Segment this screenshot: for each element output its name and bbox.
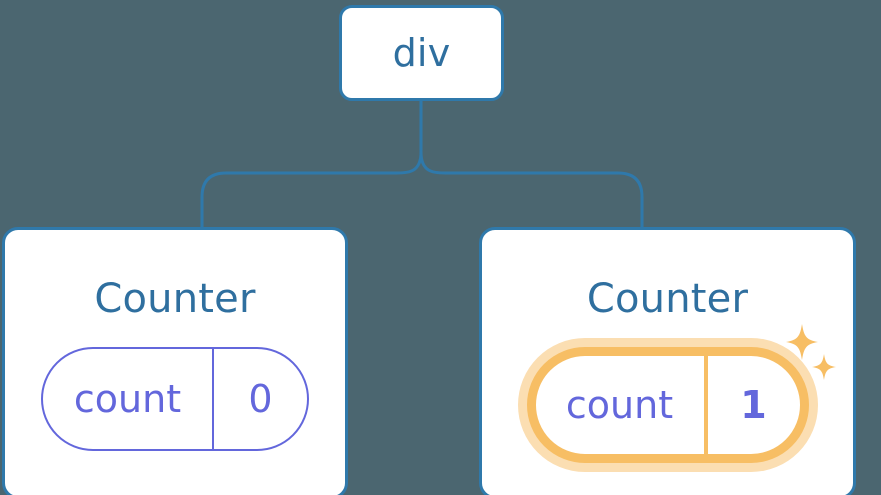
edge-to-counter-left — [200, 150, 423, 229]
state-key-label-left: count — [73, 377, 182, 421]
state-key-label-right: count — [565, 383, 674, 427]
state-value-cell-left: 0 — [214, 349, 307, 449]
state-pill-wrapper-right: count 1 — [526, 324, 836, 463]
node-counter-right[interactable]: Counter count 1 — [479, 227, 856, 495]
node-div-label: div — [392, 31, 451, 75]
state-key-cell-right: count — [536, 356, 708, 454]
state-value-label-left: 0 — [248, 377, 273, 421]
node-counter-left[interactable]: Counter count 0 — [2, 227, 348, 495]
node-div[interactable]: div — [339, 5, 504, 101]
sparkle-icon — [811, 354, 836, 380]
state-value-label-right: 1 — [740, 383, 767, 427]
edge-to-counter-right — [419, 150, 644, 229]
state-pill-wrapper-left: count 0 — [41, 347, 309, 451]
state-pill-left[interactable]: count 0 — [41, 347, 309, 451]
sparkle-icon — [785, 324, 818, 360]
state-value-cell-right: 1 — [708, 356, 800, 454]
node-counter-right-title: Counter — [586, 276, 749, 322]
state-pill-right[interactable]: count 1 — [526, 324, 836, 463]
node-counter-left-title: Counter — [94, 276, 256, 322]
state-key-cell-left: count — [43, 349, 214, 449]
